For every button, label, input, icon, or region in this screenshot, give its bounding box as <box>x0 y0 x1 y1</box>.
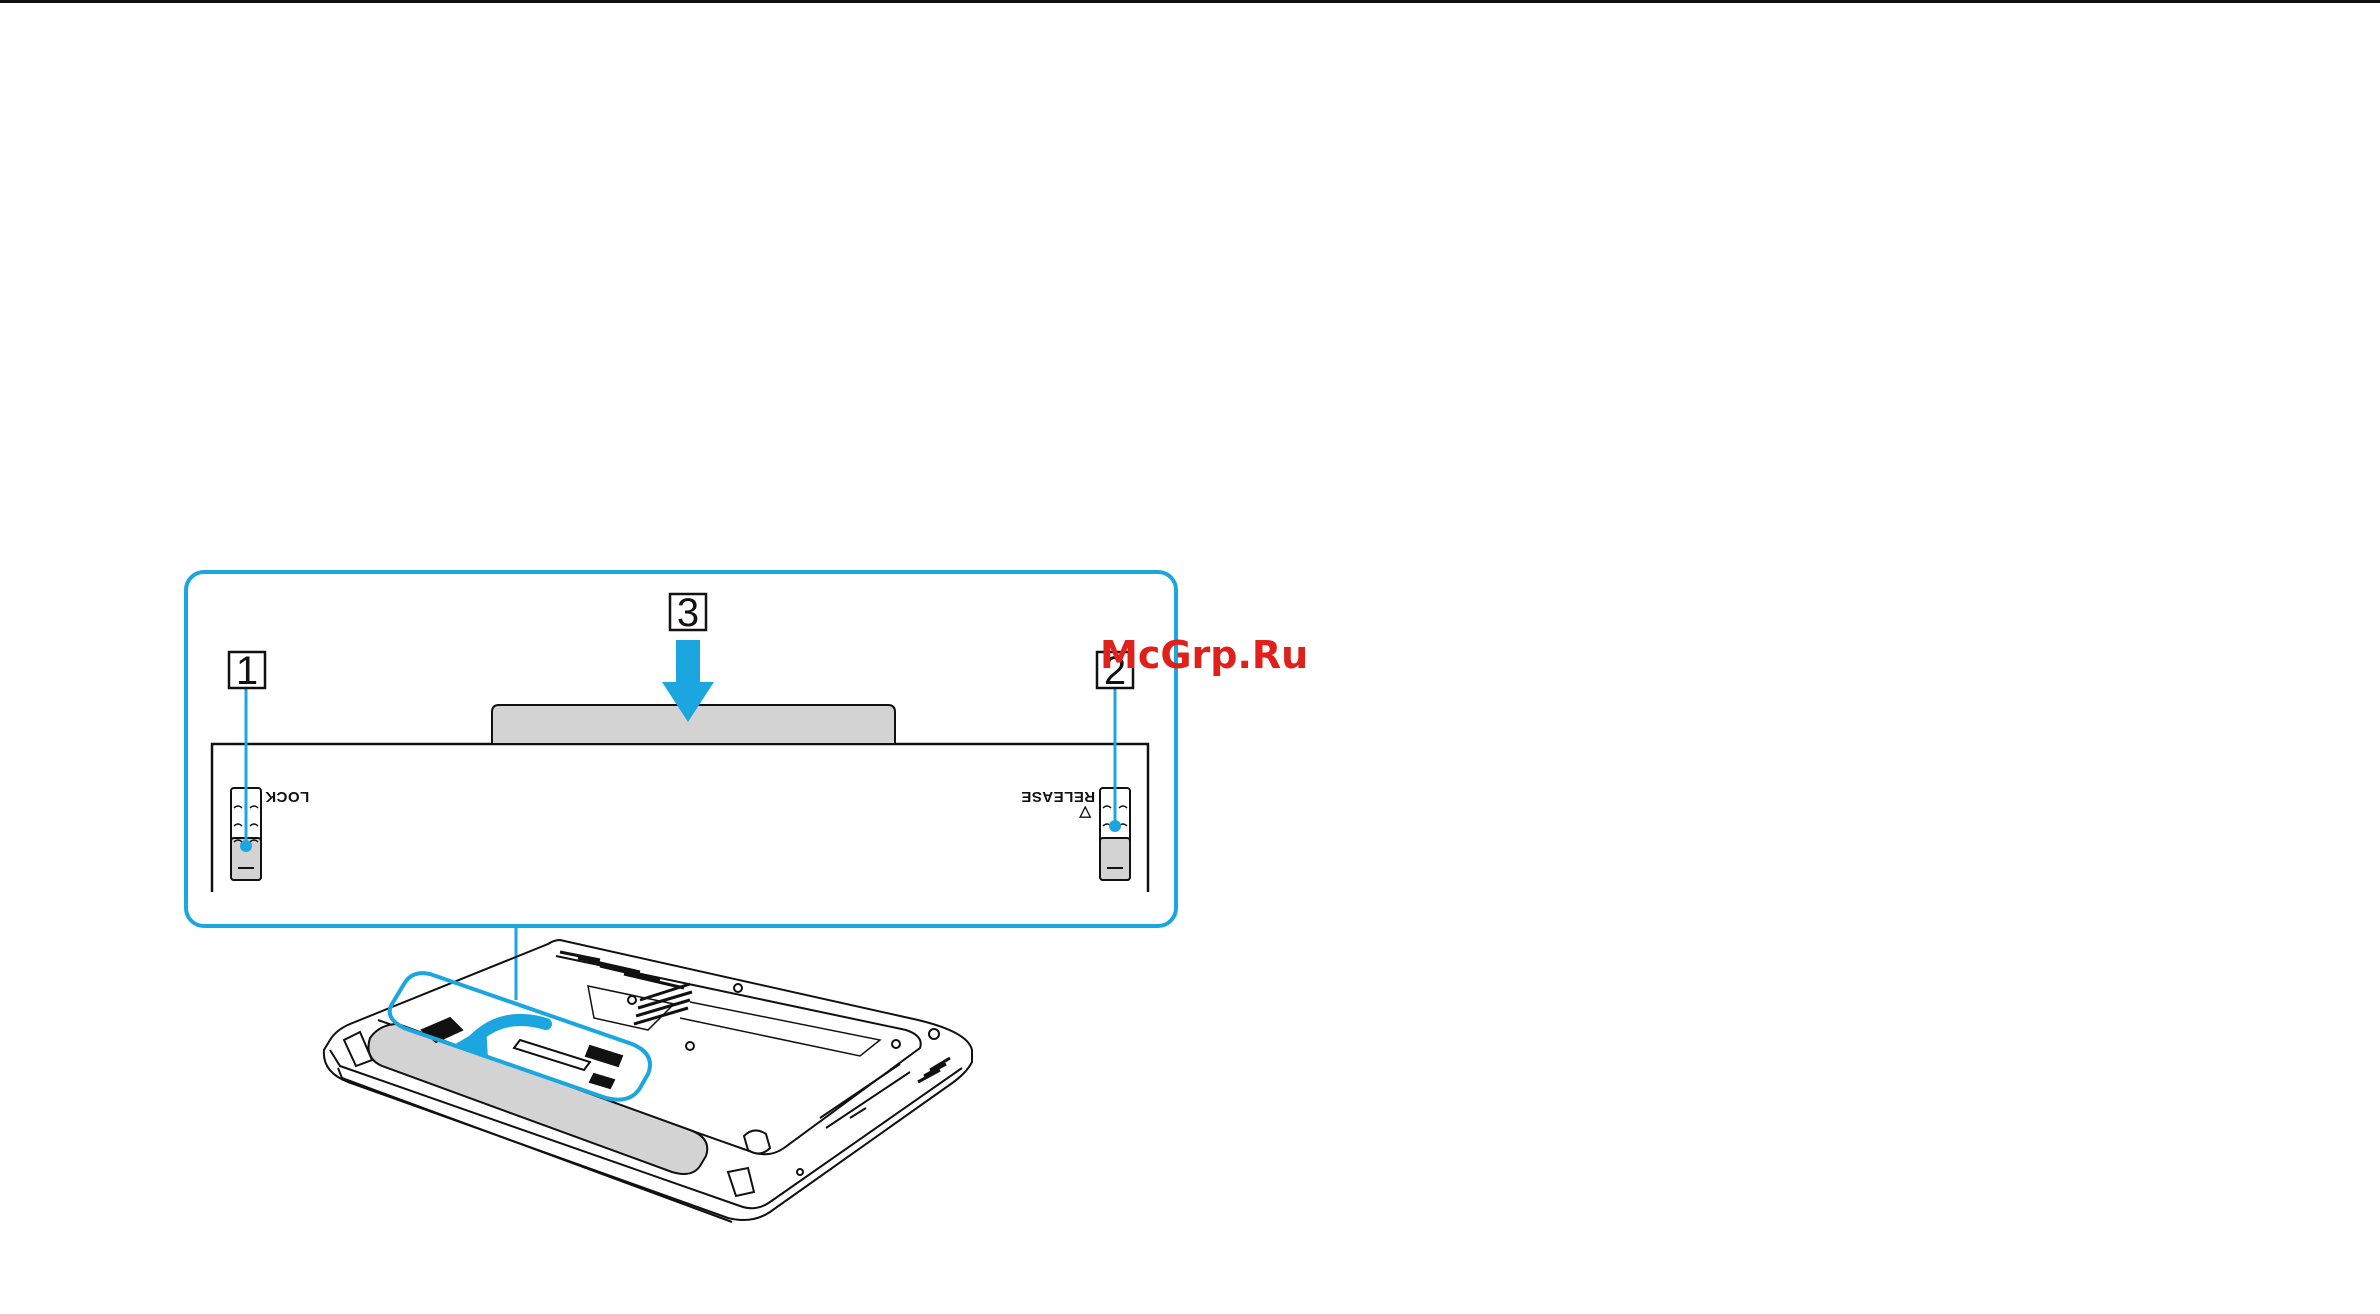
magnified-view: 3 LOCK 1 RELEASE ▽ 2 <box>186 572 1176 926</box>
callout-2-dot <box>1109 820 1121 832</box>
laptop-illustration <box>324 940 972 1222</box>
callout-3-number: 3 <box>677 591 699 635</box>
callout-1-number: 1 <box>236 649 258 693</box>
release-label: RELEASE <box>1021 788 1095 805</box>
callout-3: 3 <box>670 591 706 635</box>
callout-1-dot <box>240 840 252 852</box>
watermark-text: McGrp.Ru <box>1100 633 1308 677</box>
release-marker-icon: ▽ <box>1079 804 1092 821</box>
battery-bay-outline <box>212 744 1148 892</box>
lock-label: LOCK <box>265 788 310 805</box>
callout-1: 1 <box>229 649 265 693</box>
